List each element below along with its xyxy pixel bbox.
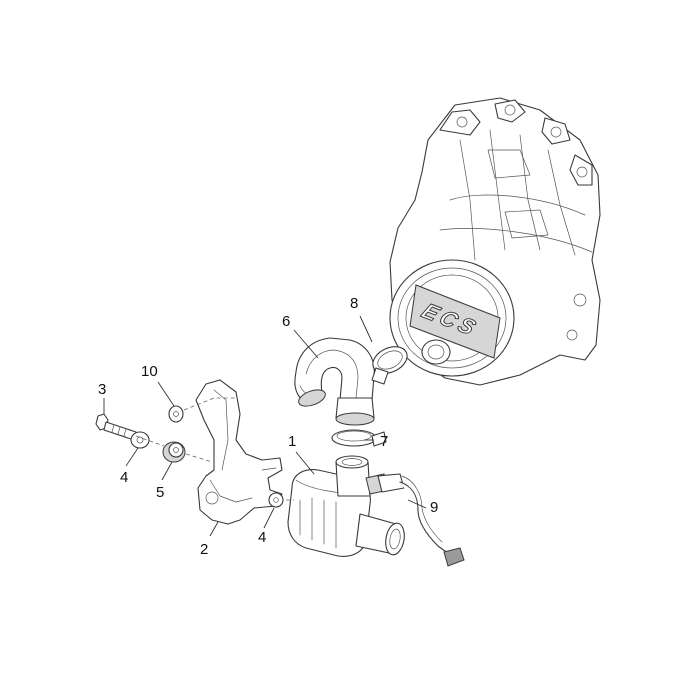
assembly-axis-lines — [135, 397, 294, 501]
callout-leaders — [103, 315, 427, 537]
callout-1: 1 — [288, 433, 296, 450]
washer-upper — [168, 405, 184, 423]
engine-cover: ECS — [389, 97, 601, 386]
callout-8: 8 — [350, 295, 358, 312]
callout-5: 5 — [156, 484, 164, 501]
callout-7: 7 — [380, 433, 388, 450]
callout-4-left: 4 — [120, 469, 128, 486]
electric-water-pump — [287, 455, 405, 557]
callout-6: 6 — [282, 313, 290, 330]
pump-wiring-harness — [377, 473, 465, 567]
callout-4-right: 4 — [258, 529, 266, 546]
coolant-hose-elbow — [294, 337, 375, 426]
callout-2: 2 — [200, 541, 208, 558]
callout-9: 9 — [430, 499, 438, 516]
hose-clamp-upper — [371, 346, 408, 385]
hose-clamp-lower — [331, 429, 387, 447]
mounting-bolt — [95, 413, 137, 441]
callout-3: 3 — [98, 381, 106, 398]
callout-10: 10 — [141, 363, 158, 380]
spacer-left — [130, 431, 150, 449]
washer-right — [268, 492, 284, 508]
callout-labels: 1 2 3 4 4 5 6 7 8 9 10 — [98, 295, 438, 558]
rubber-grommet — [162, 441, 186, 463]
